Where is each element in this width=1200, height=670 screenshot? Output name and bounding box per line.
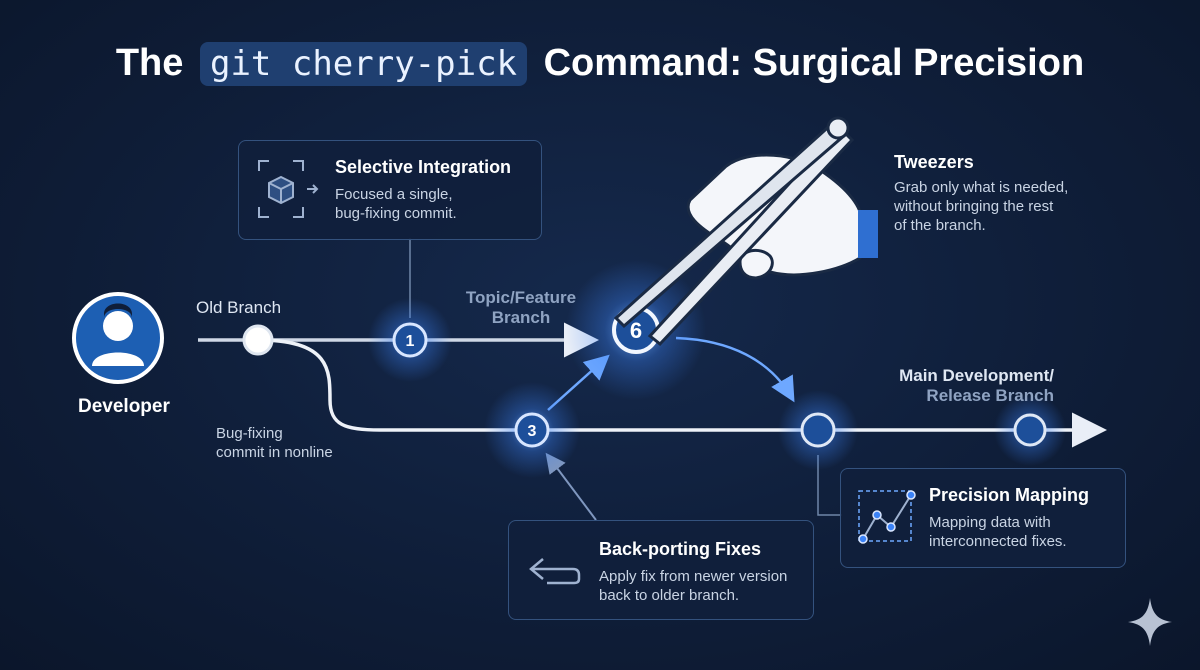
main-branch-label: Main Development/ Release Branch [884, 366, 1054, 406]
tweezers-desc-line1: Grab only what is needed, [894, 179, 1069, 196]
backport-desc-line1: Apply fix from newer version [599, 568, 788, 585]
tweezers-desc: Grab only what is needed, without bringi… [894, 178, 1068, 235]
topic-branch-label-line2: Branch [491, 308, 551, 327]
precision-desc-line2: interconnected fixes. [929, 533, 1067, 550]
precision-desc-line1: Mapping data with [929, 514, 1051, 531]
title-code: git cherry-pick [199, 42, 528, 86]
selective-desc-line1: Focused a single, [335, 186, 453, 203]
precision-mapping-title: Precision Mapping [929, 485, 1090, 505]
precision-connector [817, 455, 842, 516]
tweezers-desc-line2: without bringing the rest [894, 198, 1054, 215]
main-branch-line [257, 338, 1107, 448]
commit-node-3: 3 [514, 412, 550, 448]
commit-6-number: 6 [630, 318, 642, 343]
return-arrow-icon [529, 558, 581, 585]
bugfix-commit-label: Bug-fixing commit in nonline [216, 424, 333, 462]
cube-selection-icon [258, 160, 319, 218]
selective-desc-line2: bug-fixing commit. [335, 205, 457, 222]
tweezers-desc-line3: of the branch. [894, 217, 986, 234]
main-branch-label-line2: Release Branch [926, 386, 1054, 405]
title-suffix: Command: Surgical Precision [543, 42, 1085, 84]
precision-mapping-card: Precision Mapping Mapping data with inte… [840, 468, 1126, 568]
sparkle-icon [1128, 598, 1172, 646]
bugfix-label-line2: commit in nonline [216, 444, 333, 461]
back-porting-desc: Apply fix from newer version back to old… [599, 567, 787, 605]
tweezers-title: Tweezers [894, 152, 974, 172]
bugfix-label-line1: Bug-fixing [216, 425, 283, 442]
tweezers-hand-icon [613, 116, 878, 347]
old-branch-commit [242, 324, 274, 356]
title-prefix: The [115, 42, 184, 84]
old-branch-label: Old Branch [196, 298, 282, 317]
selective-integration-desc: Focused a single, bug-fixing commit. [335, 185, 457, 223]
main-commit-2 [1013, 413, 1047, 447]
developer-label: Developer [78, 396, 170, 417]
back-porting-card: Back-porting Fixes Apply fix from newer … [508, 520, 814, 620]
commit-node-1: 1 [392, 322, 428, 358]
topic-branch-label: Topic/Feature Branch [456, 288, 586, 328]
topic-branch-label-line1: Topic/Feature [465, 288, 577, 307]
selective-integration-title: Selective Integration [335, 157, 512, 177]
main-branch-label-line1: Main Development/ [899, 366, 1054, 385]
commit-1-number: 1 [406, 333, 415, 350]
chart-mapping-icon [858, 490, 916, 544]
back-porting-title: Back-porting Fixes [599, 539, 762, 559]
backport-desc-line2: back to older branch. [599, 587, 740, 604]
selective-integration-card: Selective Integration Focused a single, … [238, 140, 542, 240]
commit-3-number: 3 [528, 423, 537, 440]
person-icon [72, 292, 164, 384]
precision-mapping-desc: Mapping data with interconnected fixes. [929, 513, 1067, 551]
main-commit-1 [800, 412, 836, 448]
page-title: The git cherry-pick Command: Surgical Pr… [0, 42, 1200, 86]
